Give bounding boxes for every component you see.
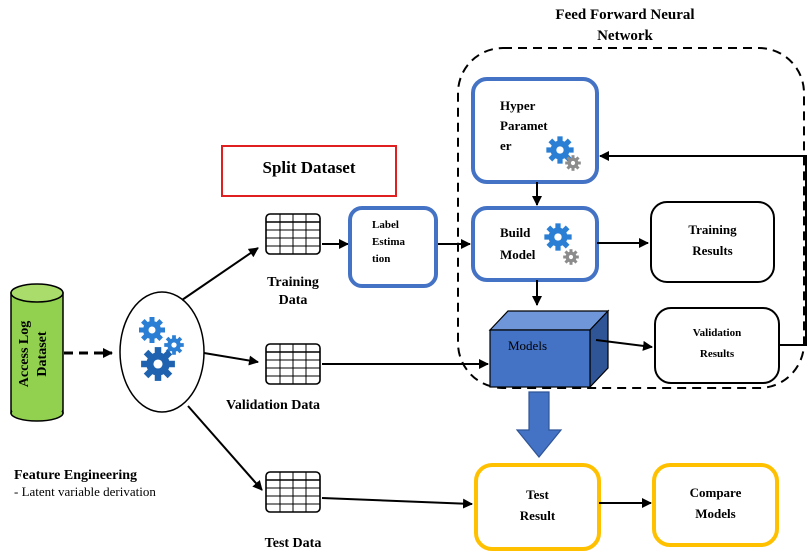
models-cube [488, 309, 610, 389]
training-results-label: Training Results [651, 219, 774, 261]
test-result-line-2: Result [519, 508, 556, 523]
training-data-label: Training Data [253, 274, 333, 310]
training-results-line-2: Results [692, 243, 733, 258]
test-data-label: Test Data [264, 536, 322, 551]
feature-engineering-subtitle: - Latent variable derivation [14, 484, 156, 499]
diagram-title: Feed Forward Neural Network [530, 5, 720, 47]
feature-engineering-label: Feature Engineering - Latent variable de… [14, 468, 234, 500]
label-estimation-line-1: Label [372, 219, 399, 231]
compare-models-label: Compare Models [654, 482, 777, 524]
training-data-line-1: Training [267, 275, 319, 290]
dataset-label: Access Log Dataset [16, 294, 58, 414]
compare-models-box [652, 463, 779, 547]
hyper-parameter-line-3: er [500, 138, 512, 153]
down-arrow-icon [515, 391, 563, 458]
table-icon-validation [265, 343, 321, 385]
title-line-1: Feed Forward Neural [555, 7, 695, 23]
hyper-parameter-label: Hyper Paramet er [500, 96, 580, 156]
feature-engineering-title: Feature Engineering [14, 468, 138, 483]
training-results-box [650, 201, 775, 283]
cylinder-database-icon [10, 283, 64, 422]
hyper-parameter-line-2: Paramet [500, 118, 548, 133]
label-estimation-box [348, 206, 438, 288]
compare-models-line-1: Compare [689, 485, 742, 500]
label-estimation-line-3: tion [372, 253, 391, 265]
validation-results-label: Validation Results [655, 323, 779, 365]
build-model-label: Build Model [500, 222, 570, 266]
label-estimation-line-2: Estima [372, 236, 405, 248]
compare-models-line-2: Models [695, 506, 736, 521]
split-dataset-box [221, 145, 397, 197]
validation-data-label: Validation Data [226, 398, 321, 413]
training-results-line-1: Training [688, 222, 737, 237]
split-dataset-label: Split Dataset [262, 158, 356, 177]
title-line-2: Network [597, 28, 653, 44]
hyper-parameter-line-1: Hyper [500, 98, 536, 113]
dataset-label-line-1: Access Log [17, 320, 32, 388]
validation-results-line-1: Validation [692, 327, 742, 339]
validation-results-line-2: Results [699, 348, 735, 360]
models-label: Models [508, 338, 547, 353]
test-result-box [474, 463, 601, 551]
test-result-label: Test Result [476, 484, 599, 526]
build-model-line-2: Model [500, 247, 536, 262]
table-icon-test [265, 471, 321, 513]
test-result-line-1: Test [526, 487, 549, 502]
feature-engineering-node [119, 291, 205, 413]
table-icon-training [265, 213, 321, 255]
dataset-label-line-2: Dataset [35, 331, 50, 377]
label-estimation-label: Label Estima tion [372, 217, 432, 268]
nn-dashed-region [457, 47, 805, 389]
build-model-line-1: Build [500, 225, 531, 240]
training-data-line-2: Data [278, 293, 308, 308]
